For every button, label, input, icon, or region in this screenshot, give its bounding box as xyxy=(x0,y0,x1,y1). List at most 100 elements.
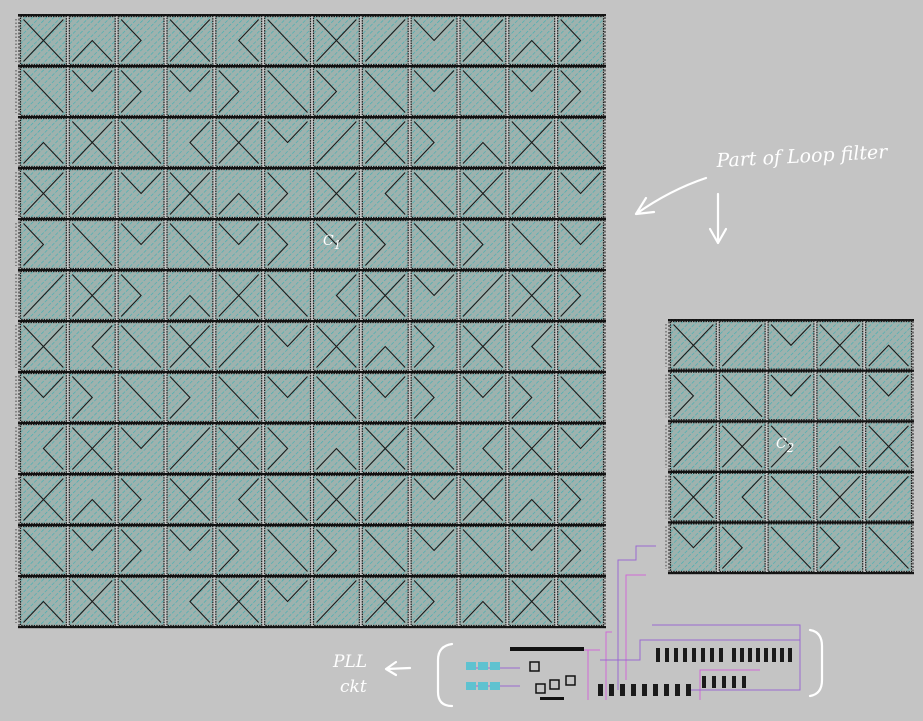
capacitor-cell xyxy=(767,422,815,471)
cell-crossing-wire xyxy=(71,172,113,215)
cell-crossing-wire xyxy=(71,70,113,93)
cell-crossing-wire xyxy=(316,70,338,113)
capacitor-cell xyxy=(557,576,605,627)
cell-crossing-wire xyxy=(819,475,861,519)
cell-crossing-wire xyxy=(868,344,909,367)
pll-transistor xyxy=(732,676,736,688)
capacitor-cell xyxy=(166,117,214,168)
cell-crossing-wire xyxy=(189,580,211,623)
capacitor-cell xyxy=(68,270,116,321)
capacitor-cell xyxy=(166,168,214,219)
cell-crossing-wire xyxy=(364,376,406,399)
capacitor-cell xyxy=(215,168,263,219)
cell-crossing-wire xyxy=(462,172,504,215)
cell-crossing-wire xyxy=(384,172,406,215)
capacitor-cell xyxy=(117,321,165,372)
pll-transistor xyxy=(686,684,691,696)
cell-crossing-wire xyxy=(511,427,553,470)
capacitor-cell xyxy=(410,270,458,321)
capacitor-row xyxy=(668,521,914,573)
pll-input-device xyxy=(478,682,488,690)
capacitor-cell xyxy=(410,15,458,66)
capacitor-cell xyxy=(459,270,507,321)
cell-crossing-wire xyxy=(218,223,260,246)
cell-crossing-wire xyxy=(462,19,504,62)
capacitor-row xyxy=(18,14,606,66)
cell-crossing-wire xyxy=(218,580,260,623)
pll-transistor xyxy=(780,648,784,662)
cell-crossing-wire xyxy=(169,172,211,215)
capacitor-cell xyxy=(361,525,409,576)
capacitor-cell xyxy=(816,472,864,522)
capacitor-row xyxy=(18,320,606,372)
array-boundary xyxy=(18,14,606,628)
cell-crossing-wire xyxy=(267,121,308,144)
pll-wire xyxy=(699,669,760,700)
cell-crossing-wire xyxy=(413,121,435,164)
cell-crossing-wire xyxy=(721,425,763,468)
capacitor-cell xyxy=(312,474,360,525)
capacitor-cell xyxy=(410,321,458,372)
capacitor-cell xyxy=(816,320,864,370)
cell-crossing-wire xyxy=(267,70,308,113)
capacitor-cell xyxy=(68,525,116,576)
cell-crossing-wire xyxy=(462,223,484,266)
capacitor-cell xyxy=(718,523,766,573)
capacitor-cell xyxy=(19,168,67,219)
row-metal-bar xyxy=(18,65,606,68)
capacitor-cell xyxy=(865,523,913,573)
capacitor-cell xyxy=(508,474,556,525)
cell-crossing-wire xyxy=(560,529,582,572)
cell-crossing-wire xyxy=(71,498,113,521)
cell-crossing-wire xyxy=(560,376,601,419)
pll-wire xyxy=(617,545,656,690)
cell-crossing-wire xyxy=(23,172,64,215)
capacitor-cell xyxy=(215,525,263,576)
capacitor-cell xyxy=(508,15,556,66)
cell-crossing-wire xyxy=(218,70,240,113)
pll-wire xyxy=(600,639,800,661)
pll-transistor xyxy=(748,648,752,662)
pll-transistor xyxy=(710,648,714,662)
capacitor-cell xyxy=(117,66,165,117)
c1-label-letter: C xyxy=(323,233,334,249)
capacitor-cell xyxy=(410,219,458,270)
cell-crossing-wire xyxy=(237,19,260,62)
pll-input-device xyxy=(466,682,476,690)
cell-crossing-wire xyxy=(364,478,406,521)
bracket-right-icon xyxy=(808,628,824,698)
capacitor-cell xyxy=(166,270,214,321)
capacitor-cell xyxy=(459,423,507,474)
cell-crossing-wire xyxy=(218,529,240,572)
capacitor-array-c2 xyxy=(665,319,914,575)
cell-crossing-wire xyxy=(189,121,211,164)
capacitor-cell xyxy=(264,321,312,372)
cell-crossing-wire xyxy=(316,223,357,246)
pll-transistor xyxy=(631,684,636,696)
cell-crossing-wire xyxy=(511,529,553,552)
capacitor-cell xyxy=(215,576,263,627)
cell-crossing-wire xyxy=(482,427,504,470)
pll-transistor xyxy=(692,648,696,662)
capacitor-cell xyxy=(410,372,458,423)
cell-crossing-wire xyxy=(267,19,308,62)
capacitor-cell xyxy=(312,372,360,423)
capacitor-array-c1 xyxy=(15,14,606,629)
cell-crossing-wire xyxy=(511,121,553,164)
cell-crossing-wire xyxy=(169,427,211,470)
cell-crossing-wire xyxy=(560,70,582,113)
pll-input-device xyxy=(490,682,500,690)
capacitor-cell xyxy=(557,117,605,168)
pll-wire xyxy=(625,574,646,680)
cell-crossing-wire xyxy=(218,192,260,215)
pll-transistor xyxy=(740,648,744,662)
cell-crossing-wire xyxy=(120,70,142,113)
cell-crossing-wire xyxy=(23,19,64,62)
capacitor-cell xyxy=(669,320,717,370)
pll-circuit-layout xyxy=(466,545,801,700)
cell-crossing-wire xyxy=(169,223,211,266)
cell-crossing-wire xyxy=(120,427,162,450)
pll-block xyxy=(535,683,546,694)
cell-crossing-wire xyxy=(819,526,841,569)
cell-crossing-wire xyxy=(335,274,357,317)
